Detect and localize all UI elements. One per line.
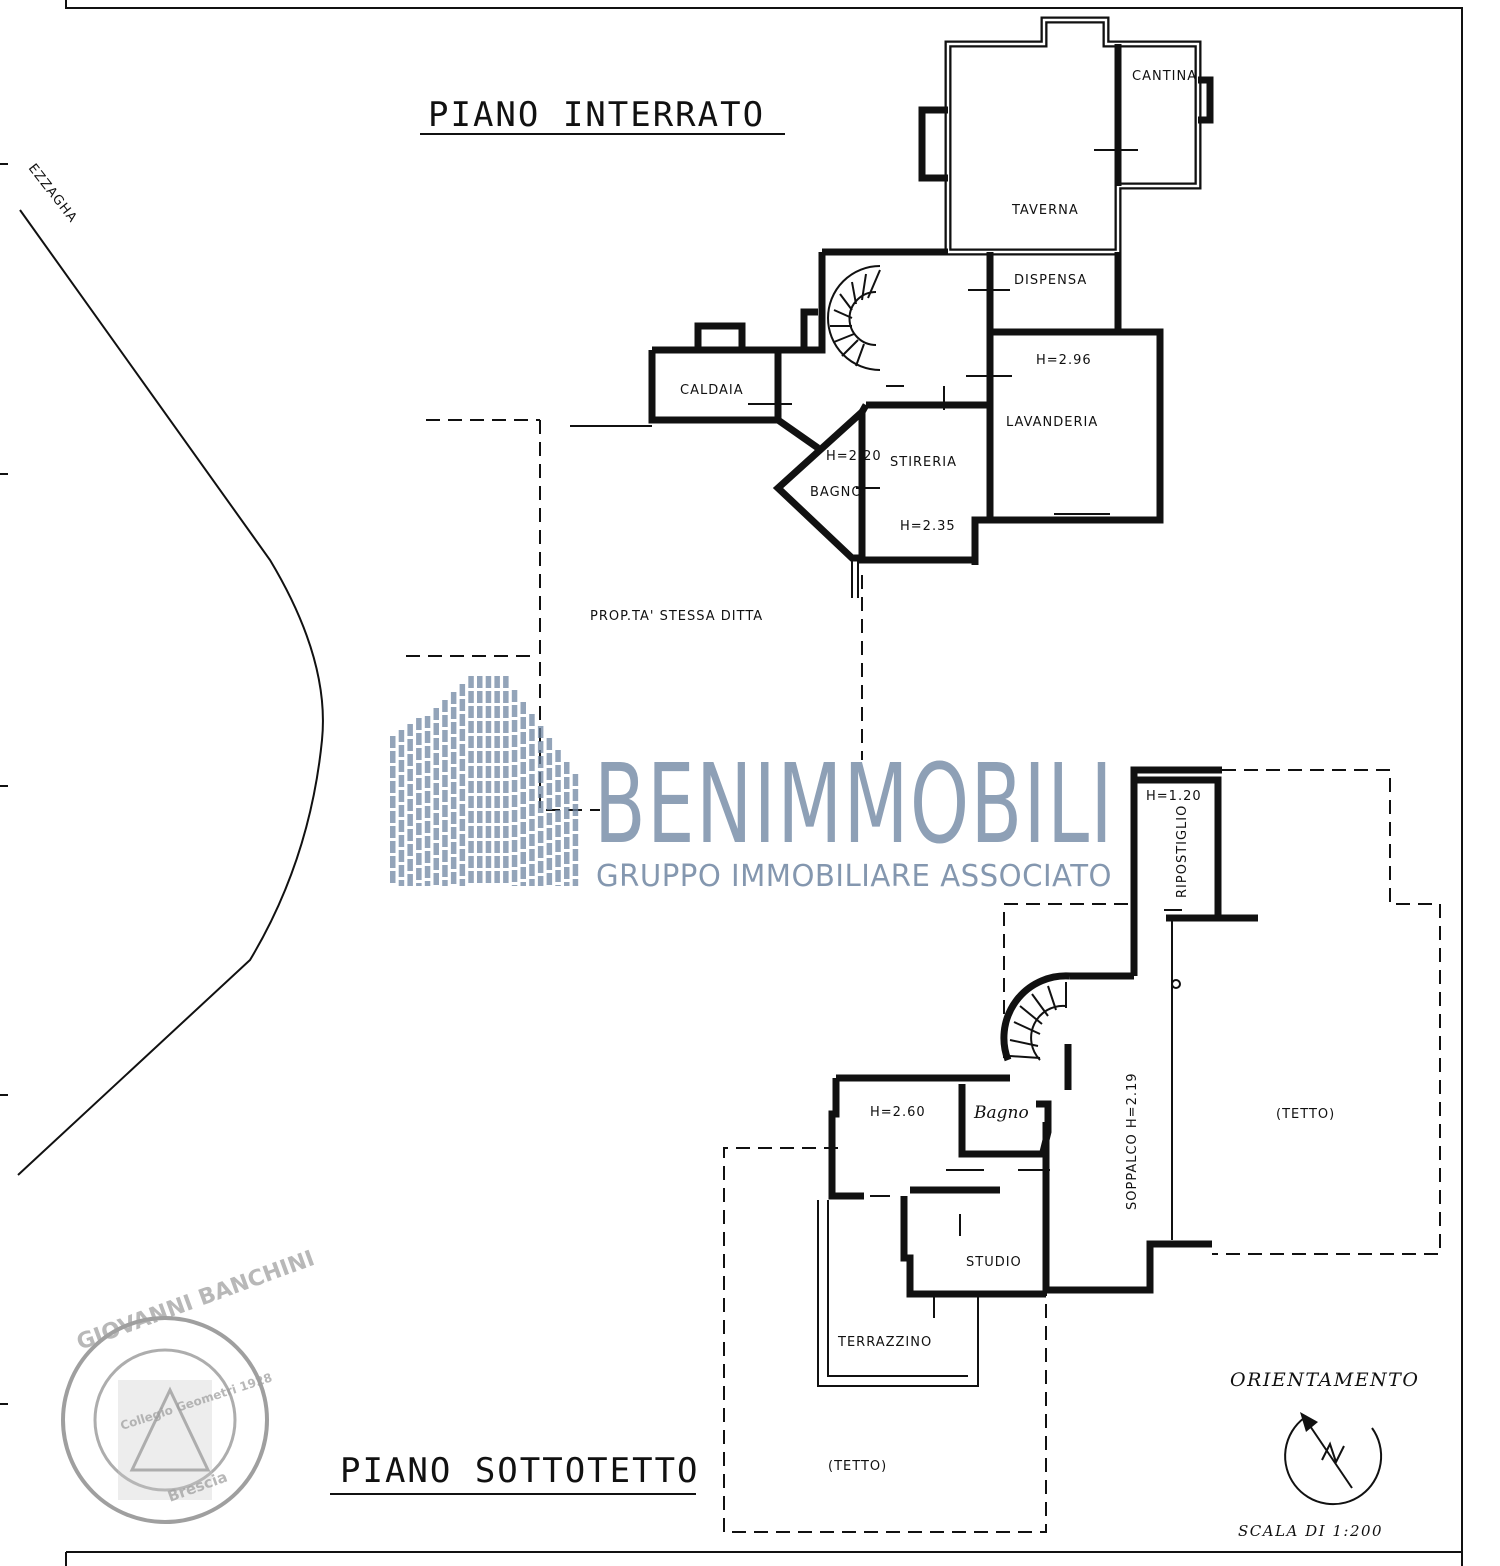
label-h-stireria: H=2.35 [900,519,956,534]
plan-interrato [406,16,1214,811]
building-logo-icon [390,676,579,886]
title-piano-sottotetto: PIANO SOTTOTETTO [330,1451,700,1495]
professional-stamp: GIOVANNI BANCHINI Collegio Geometri 1928… [61,1246,319,1524]
spiral-stair-sottotetto [1000,972,1072,1090]
street-curve: EZZAGHA [17,161,324,1176]
label-taverna: TAVERNA [1011,203,1079,218]
label-terrazzino: TERRAZZINO [837,1335,932,1350]
label-proprieta: PROP.TA' STESSA DITTA [590,609,763,624]
street-label: EZZAGHA [25,161,80,226]
label-h-room: H=2.60 [870,1105,926,1120]
label-dispensa: DISPENSA [1014,273,1087,288]
label-stireria: STIRERIA [890,455,957,470]
plan-sottotetto [723,766,1441,1533]
label-ripostiglio: RIPOSTIGLIO [1175,805,1190,898]
label-bagno-sottotetto: Bagno [973,1103,1029,1123]
compass-icon [1284,1412,1383,1506]
label-studio: STUDIO [966,1255,1022,1270]
scale-label: SCALA DI 1:200 [1238,1522,1383,1540]
watermark-brand: BENIMMOBILI [594,740,1114,868]
title-piano-interrato-text: PIANO INTERRATO [428,95,765,135]
labels-sottotetto: H=1.20 RIPOSTIGLIO SOPPALCO H=2.19 (TETT… [828,789,1335,1474]
label-tetto-bottom: (TETTO) [828,1459,887,1474]
spiral-stair-interrato [827,265,881,371]
benimmobili-watermark: BENIMMOBILI GRUPPO IMMOBILIARE ASSOCIATO [390,676,1114,894]
title-piano-interrato: PIANO INTERRATO [420,95,785,135]
orientation-block: ORIENTAMENTO SCALA DI 1:200 [1230,1369,1419,1540]
label-h-lavanderia: H=2.96 [1036,353,1092,368]
label-caldaia: CALDAIA [680,383,744,398]
label-h-bagno: H=2.20 [826,449,882,464]
watermark-tagline: GRUPPO IMMOBILIARE ASSOCIATO [596,859,1112,894]
label-lavanderia: LAVANDERIA [1006,415,1098,430]
labels-interrato: CANTINA TAVERNA DISPENSA H=2.96 LAVANDER… [590,69,1197,624]
label-tetto-right: (TETTO) [1276,1107,1335,1122]
stamp-name: GIOVANNI BANCHINI [74,1246,319,1355]
orientation-label: ORIENTAMENTO [1230,1369,1419,1391]
page-frame [0,0,1463,1566]
label-cantina: CANTINA [1132,69,1197,84]
label-h-ripostiglio: H=1.20 [1146,789,1202,804]
title-piano-sottotetto-text: PIANO SOTTOTETTO [340,1451,700,1491]
label-bagno-interrato: BAGNO [810,485,863,500]
label-soppalco: SOPPALCO H=2.19 [1125,1072,1140,1210]
